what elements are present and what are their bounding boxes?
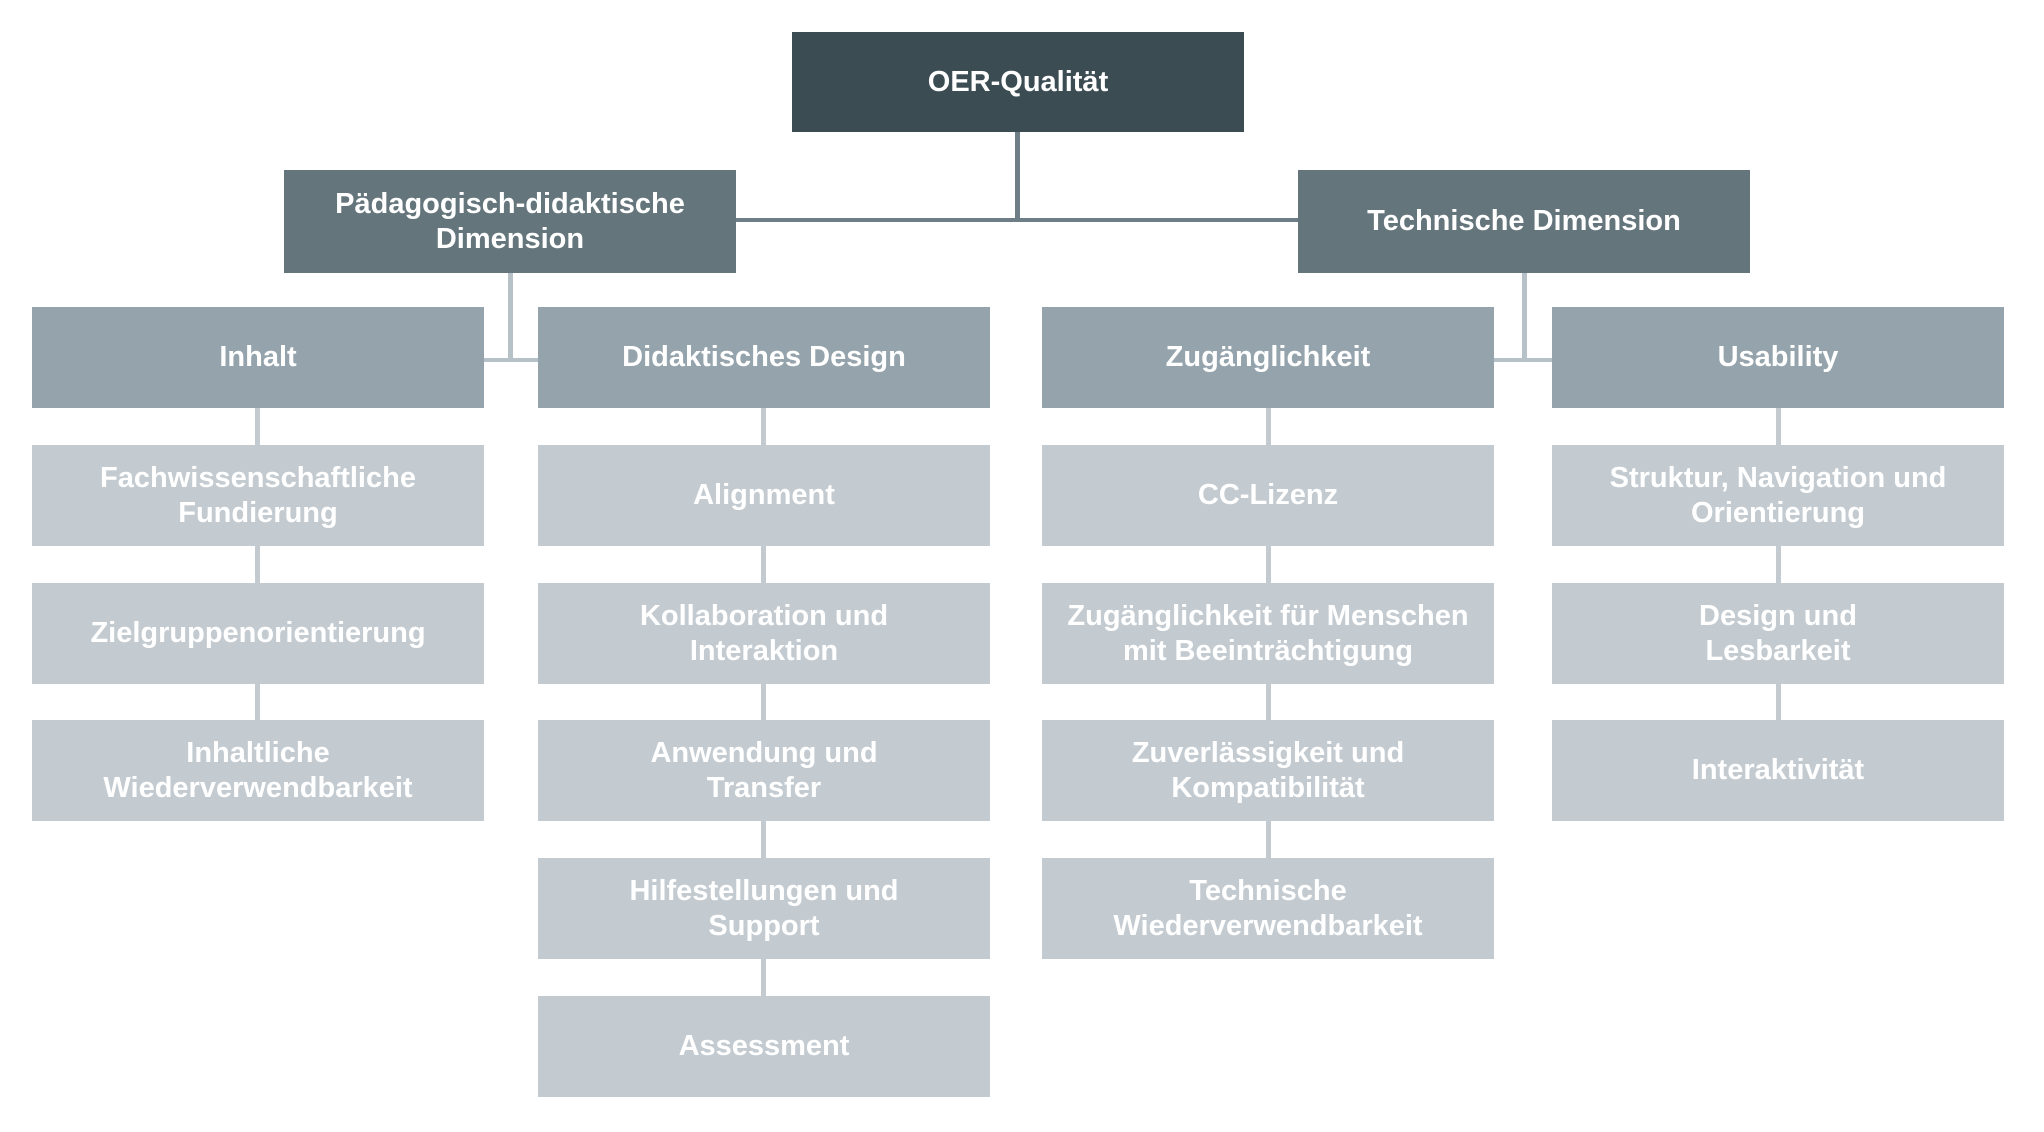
node-label: Usability bbox=[1717, 341, 1839, 373]
node-label: Struktur, Navigation und Orientierung bbox=[1609, 461, 1947, 529]
node-design-und-lesbarkeit: Design und Lesbarkeit bbox=[1552, 583, 2004, 684]
node-label: CC-Lizenz bbox=[1197, 479, 1339, 511]
node-cc-lizenz: CC-Lizenz bbox=[1042, 445, 1494, 546]
node-usability: Usability bbox=[1552, 307, 2004, 408]
node-interaktivitaet: Interaktivität bbox=[1552, 720, 2004, 821]
node-label: Zielgruppenorientierung bbox=[90, 617, 426, 649]
connector-dimensions-horizontal bbox=[736, 218, 1298, 222]
node-label: Inhaltliche Wiederverwendbarkeit bbox=[103, 736, 413, 804]
node-didaktisches-design: Didaktisches Design bbox=[538, 307, 990, 408]
connector-dim2-vertical bbox=[1522, 273, 1527, 362]
node-assessment: Assessment bbox=[538, 996, 990, 1097]
node-hilfestellungen-und-support: Hilfestellungen und Support bbox=[538, 858, 990, 959]
connector-column2-spine bbox=[761, 408, 766, 996]
connector-column1-spine bbox=[255, 408, 260, 720]
node-label: Technische Dimension bbox=[1367, 205, 1681, 237]
connector-dim2-bridge bbox=[1494, 358, 1552, 362]
node-label: Pädagogisch-didaktische Dimension bbox=[335, 187, 685, 255]
node-zielgruppenorientierung: Zielgruppenorientierung bbox=[32, 583, 484, 684]
connector-dim1-vertical bbox=[508, 273, 513, 362]
node-label: Fachwissenschaftliche Fundierung bbox=[100, 461, 416, 529]
node-technische-dimension: Technische Dimension bbox=[1298, 170, 1750, 273]
node-inhaltliche-wiederverwendbarkeit: Inhaltliche Wiederverwendbarkeit bbox=[32, 720, 484, 821]
node-label: Alignment bbox=[693, 479, 835, 511]
node-zugaenglichkeit: Zugänglichkeit bbox=[1042, 307, 1494, 408]
node-label: Assessment bbox=[678, 1030, 850, 1062]
node-label: Anwendung und Transfer bbox=[650, 736, 878, 804]
node-label: Zugänglichkeit für Menschen mit Beeinträ… bbox=[1067, 599, 1469, 667]
node-zuverlaessigkeit-und-kompatibilitaet: Zuverlässigkeit und Kompatibilität bbox=[1042, 720, 1494, 821]
node-label: Zugänglichkeit bbox=[1165, 341, 1371, 373]
node-label: Inhalt bbox=[219, 341, 297, 373]
connector-column4-spine bbox=[1776, 408, 1781, 720]
node-zugaenglichkeit-fuer-menschen: Zugänglichkeit für Menschen mit Beeinträ… bbox=[1042, 583, 1494, 684]
node-label: Interaktivität bbox=[1691, 754, 1865, 786]
node-label: OER-Qualität bbox=[927, 65, 1109, 98]
node-anwendung-und-transfer: Anwendung und Transfer bbox=[538, 720, 990, 821]
node-kollaboration-und-interaktion: Kollaboration und Interaktion bbox=[538, 583, 990, 684]
node-oer-qualitaet: OER-Qualität bbox=[792, 32, 1244, 132]
node-paedagogisch-didaktische-dimension: Pädagogisch-didaktische Dimension bbox=[284, 170, 736, 273]
node-inhalt: Inhalt bbox=[32, 307, 484, 408]
connector-root-vertical bbox=[1015, 132, 1020, 222]
node-label: Hilfestellungen und Support bbox=[629, 874, 899, 942]
node-technische-wiederverwendbarkeit: Technische Wiederverwendbarkeit bbox=[1042, 858, 1494, 959]
node-label: Kollaboration und Interaktion bbox=[639, 599, 889, 667]
node-label: Zuverlässigkeit und Kompatibilität bbox=[1131, 736, 1405, 804]
node-alignment: Alignment bbox=[538, 445, 990, 546]
node-label: Technische Wiederverwendbarkeit bbox=[1113, 874, 1423, 942]
node-struktur-navigation-orientierung: Struktur, Navigation und Orientierung bbox=[1552, 445, 2004, 546]
node-fachwissenschaftliche-fundierung: Fachwissenschaftliche Fundierung bbox=[32, 445, 484, 546]
connector-dim1-bridge bbox=[484, 358, 538, 362]
node-label: Didaktisches Design bbox=[622, 341, 906, 373]
node-label: Design und Lesbarkeit bbox=[1699, 599, 1857, 667]
